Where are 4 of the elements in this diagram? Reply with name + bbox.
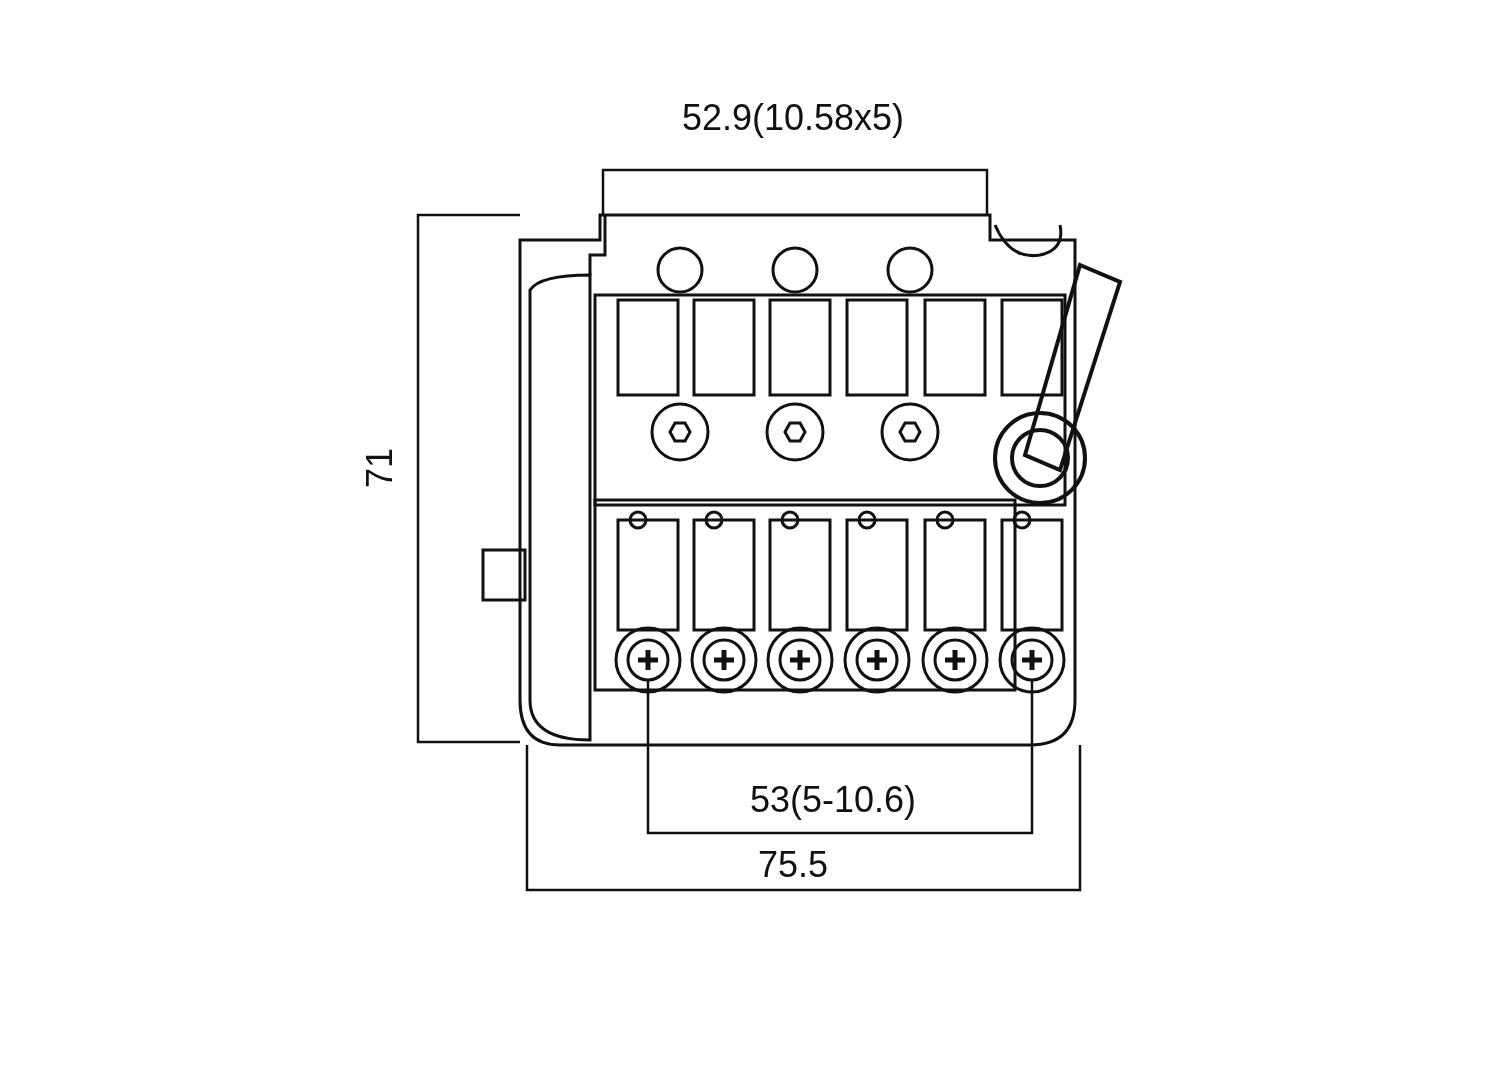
dimension-label: 75.5 — [757, 847, 829, 883]
dimension-label: 71 — [362, 448, 398, 488]
dimension-label: 53(5-10.6) — [749, 782, 917, 818]
dimension-label: 52.9(10.58x5) — [681, 100, 905, 136]
